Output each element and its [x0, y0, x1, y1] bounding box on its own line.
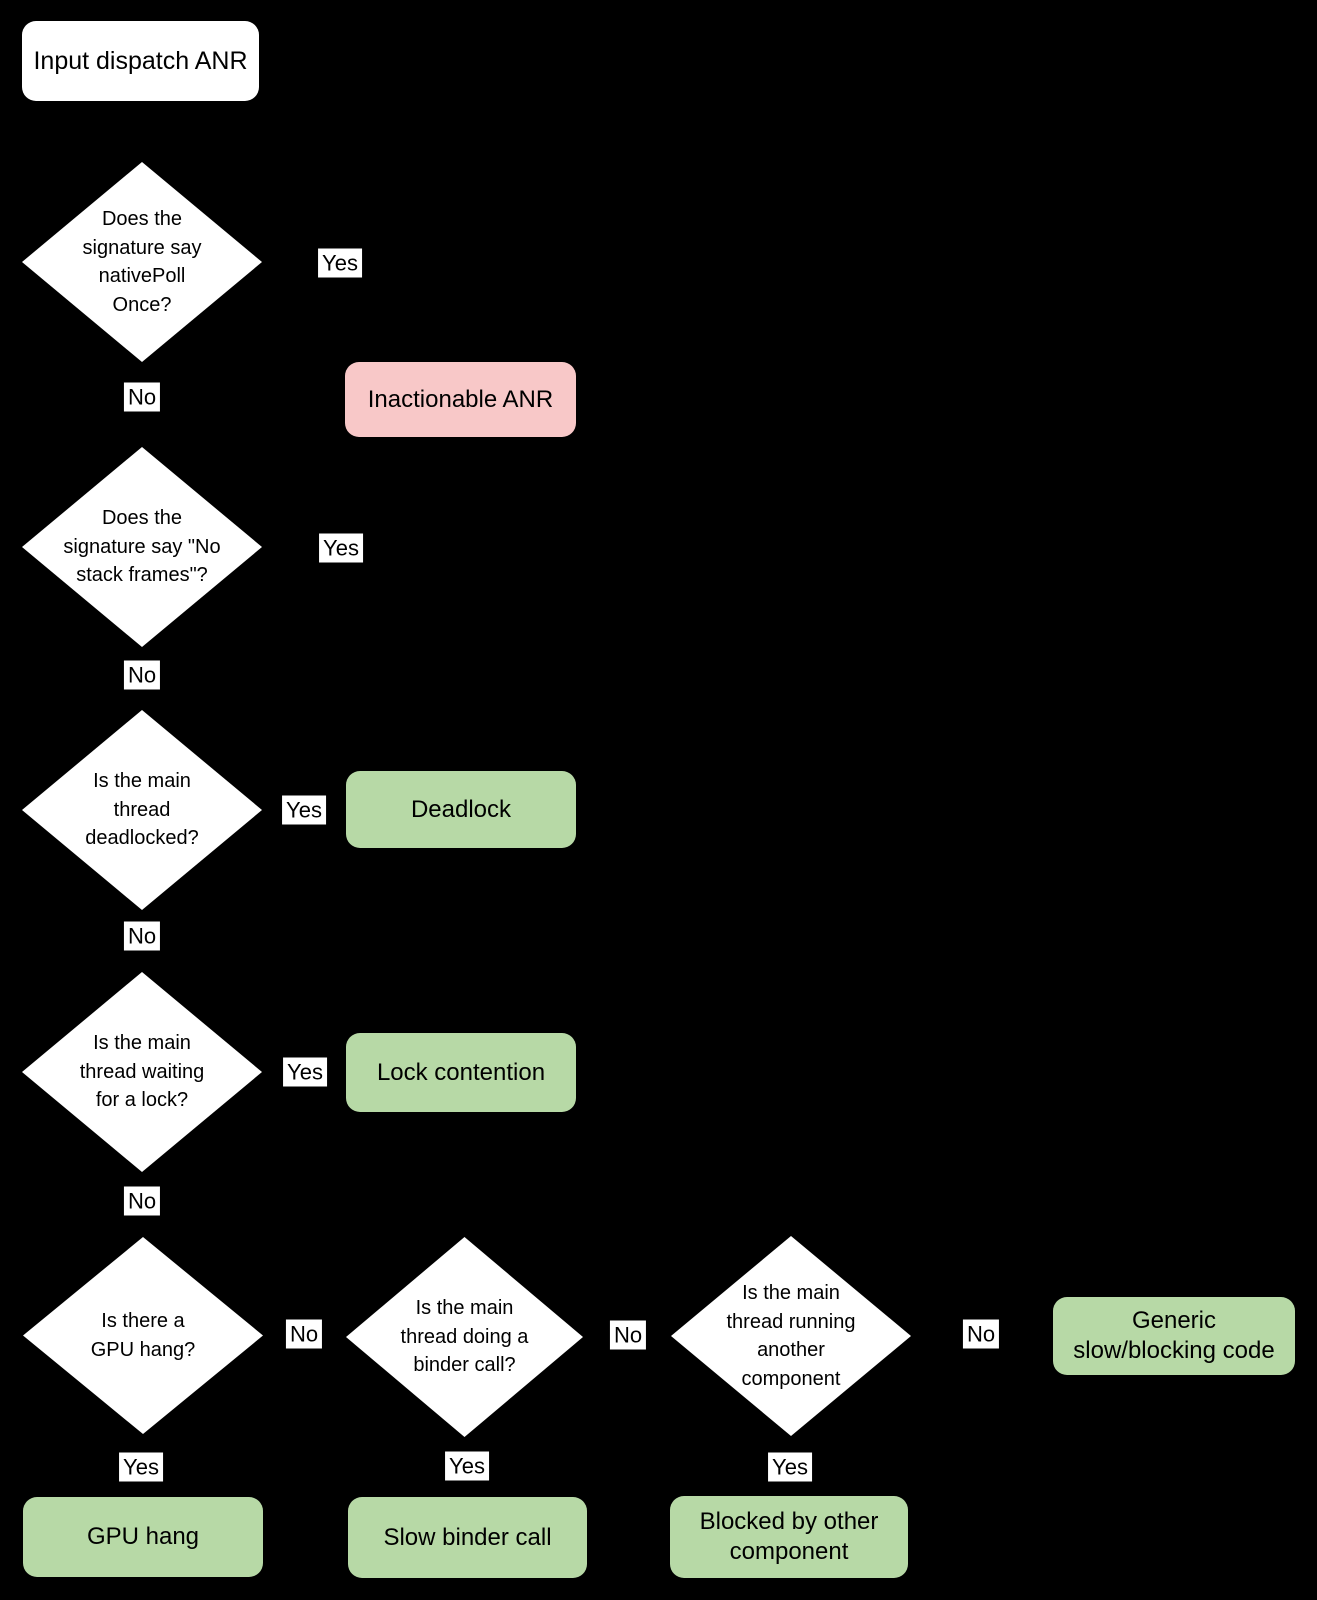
- edge-label-deadlocked-yes: Yes: [282, 795, 326, 825]
- result-gpu-hang: GPU hang: [23, 1497, 263, 1577]
- edge-label-waiting-lock-no: No: [123, 1186, 161, 1216]
- result-blocked-by-other-component: Blocked by other component: [670, 1496, 908, 1578]
- decision-gpu-hang: Is there a GPU hang?: [23, 1237, 263, 1434]
- edge-label-other-component-no: No: [962, 1319, 1000, 1349]
- edge-label-binder-call-no: No: [609, 1320, 647, 1350]
- decision-deadlocked: Is the main thread deadlocked?: [22, 710, 262, 910]
- decision-other-component: Is the main thread running another compo…: [671, 1236, 911, 1436]
- edge-label-waiting-lock-yes: Yes: [283, 1057, 327, 1087]
- result-generic-slow-blocking-code: Generic slow/blocking code: [1053, 1297, 1295, 1375]
- result-deadlock: Deadlock: [346, 771, 576, 848]
- result-slow-binder-call: Slow binder call: [348, 1497, 587, 1578]
- edge-label-nativepoll-no: No: [123, 382, 161, 412]
- edge-label-binder-call-yes: Yes: [445, 1451, 489, 1481]
- decision-binder-call: Is the main thread doing a binder call?: [346, 1237, 583, 1437]
- edge-label-no-stack-frames-yes: Yes: [319, 533, 363, 563]
- decision-waiting-lock: Is the main thread waiting for a lock?: [22, 972, 262, 1172]
- decision-no-stack-frames: Does the signature say "No stack frames"…: [22, 447, 262, 647]
- decision-nativepoll: Does the signature say nativePoll Once?: [22, 162, 262, 362]
- result-inactionable-anr: Inactionable ANR: [345, 362, 576, 437]
- edge-label-no-stack-frames-no: No: [123, 660, 161, 690]
- edge-label-gpu-hang-no: No: [285, 1319, 323, 1349]
- result-lock-contention: Lock contention: [346, 1033, 576, 1112]
- edge-label-deadlocked-no: No: [123, 921, 161, 951]
- edge-label-other-component-yes: Yes: [768, 1452, 812, 1482]
- edge-label-gpu-hang-yes: Yes: [119, 1452, 163, 1482]
- start-node-input-dispatch-anr: Input dispatch ANR: [22, 21, 259, 101]
- edge-label-nativepoll-yes: Yes: [318, 248, 362, 278]
